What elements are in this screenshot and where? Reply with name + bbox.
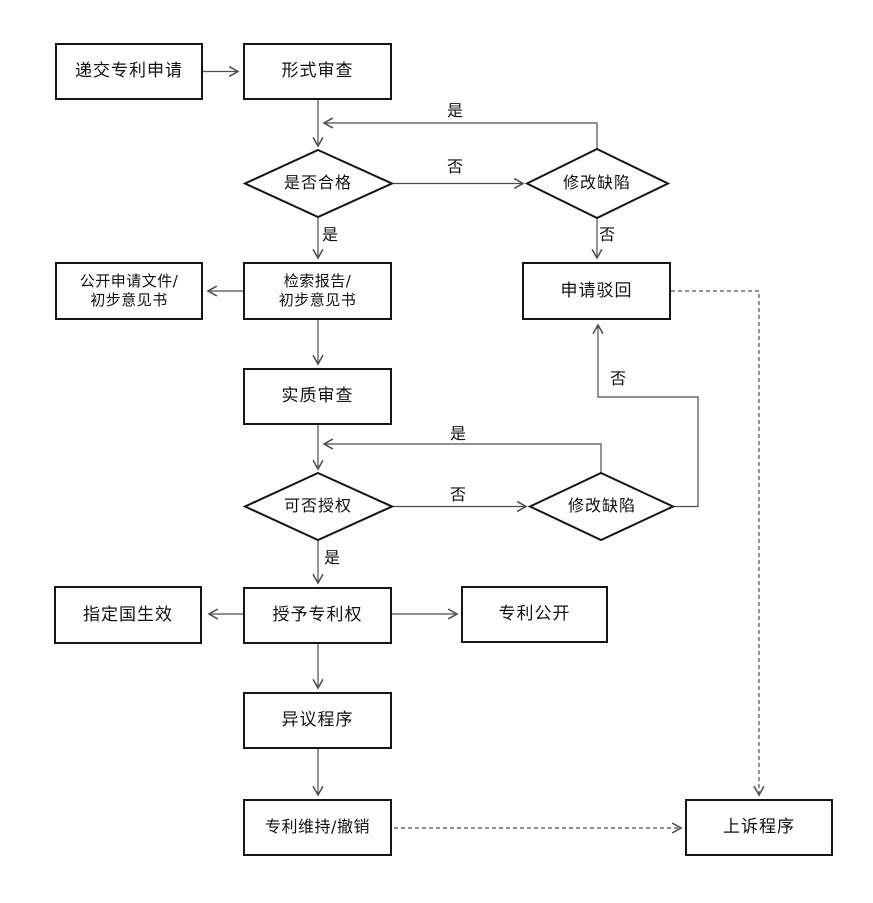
node-designated-states-effect: 指定国生效 <box>54 586 202 644</box>
node-label-line1: 公开申请文件/ <box>79 271 179 290</box>
node-label-line2: 初步意见书 <box>278 291 357 309</box>
diamond-fix-defects-formal-shape <box>524 147 671 220</box>
node-label: 实质审查 <box>281 386 354 407</box>
edge-reject-to-appeal-dashed <box>671 290 765 797</box>
node-opposition-procedure: 异议程序 <box>243 692 392 749</box>
edge-label-yes-cangrant-down: 是 <box>323 548 340 567</box>
node-patent-maintain-revoke: 专利维持/撤销 <box>243 799 392 856</box>
node-label: 可否授权 <box>283 496 352 516</box>
edge-label-no-fix1-down: 否 <box>598 225 615 244</box>
edge-label-yes-fix2-back: 是 <box>449 424 466 443</box>
node-label: 修改缺陷 <box>567 496 636 516</box>
node-is-qualified: 是否合格 <box>253 167 383 200</box>
edge-fix2-back-to-exam-line <box>322 438 602 473</box>
edge-label-no-cangrant: 否 <box>449 485 466 504</box>
edge-label-yes-qualified-down: 是 <box>321 225 338 244</box>
node-formal-examination: 形式审查 <box>243 43 392 100</box>
node-search-report: 检索报告/ 初步意见书 <box>243 262 392 320</box>
node-label: 指定国生效 <box>83 604 173 625</box>
diamond-fix-defects-substantive-shape <box>527 471 676 542</box>
node-fix-defects-formal: 修改缺陷 <box>532 167 662 200</box>
node-grant-patent: 授予专利权 <box>243 587 392 644</box>
edge-label-no-qualified: 否 <box>446 157 463 176</box>
node-label: 专利维持/撤销 <box>265 817 370 837</box>
edge-fix1-back-to-formal-line <box>322 117 598 149</box>
node-application-rejected: 申请驳回 <box>522 262 671 320</box>
node-label-line1: 检索报告/ <box>283 271 352 290</box>
node-label: 专利公开 <box>498 604 571 625</box>
node-label: 递交专利申请 <box>75 61 183 82</box>
node-label: 异议程序 <box>281 710 354 731</box>
diamond-can-grant-shape <box>242 471 395 542</box>
node-appeal-procedure: 上诉程序 <box>685 799 833 856</box>
node-label: 修改缺陷 <box>562 173 631 193</box>
node-label: 申请驳回 <box>560 280 633 301</box>
node-label-line2: 初步意见书 <box>90 291 168 309</box>
node-fix-defects-substantive: 修改缺陷 <box>537 490 667 523</box>
diamond-is-qualified-shape <box>242 148 395 219</box>
node-substantive-examination: 实质审查 <box>243 368 392 425</box>
node-submit-application: 递交专利申请 <box>55 43 203 100</box>
edge-fix2-to-reject <box>592 323 699 508</box>
node-label: 授予专利权 <box>272 605 363 626</box>
node-patent-publication: 专利公开 <box>461 586 608 643</box>
node-label: 上诉程序 <box>723 817 795 838</box>
node-publish-application: 公开申请文件/ 初步意见书 <box>55 262 203 320</box>
node-label: 形式审查 <box>281 61 354 82</box>
edge-label-no-fix2-to-reject: 否 <box>609 369 626 388</box>
edge-label-yes-fix1-back: 是 <box>446 101 463 120</box>
node-can-grant: 可否授权 <box>253 490 383 523</box>
node-label: 是否合格 <box>283 173 352 193</box>
